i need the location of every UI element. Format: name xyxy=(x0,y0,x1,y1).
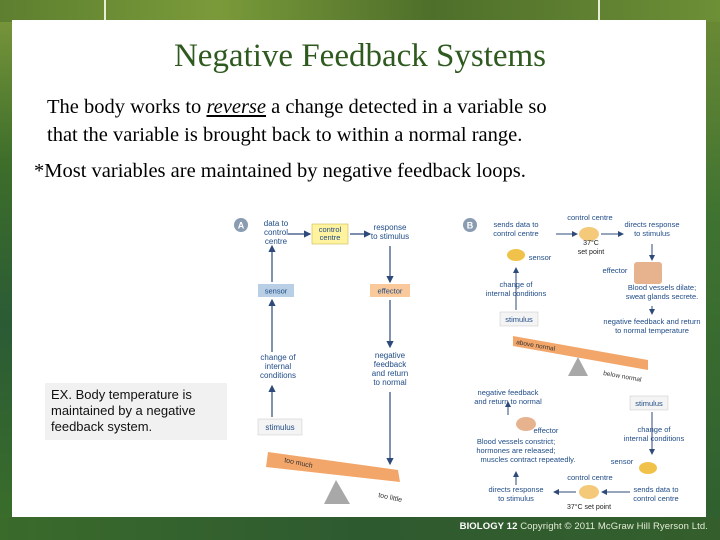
b-stimulus-top: stimulus xyxy=(505,315,533,324)
a-stimulus-box xyxy=(257,418,303,436)
footer-copyright: Copyright © 2011 McGraw Hill Ryerson Ltd… xyxy=(520,521,708,532)
diagram-b-label: B xyxy=(467,221,474,231)
background-left-foliage xyxy=(0,0,12,540)
b-brain-bottom-icon xyxy=(579,485,599,499)
b-stimulus-bottom: stimulus xyxy=(635,399,663,408)
b-stimulus-bottom-box xyxy=(629,395,669,411)
b-set-point-bottom: 37°C set point xyxy=(567,503,611,511)
a-control-centre-box xyxy=(311,223,349,245)
slide-title: Negative Feedback Systems xyxy=(173,38,547,74)
body-line-3: *Most variables are maintained by negati… xyxy=(34,160,526,182)
a-stimulus: stimulus xyxy=(265,423,294,432)
b-stimulus-top-box xyxy=(499,311,539,327)
a-seesaw-board xyxy=(266,452,400,482)
b-fulcrum xyxy=(568,357,588,376)
emphasis-reverse: reverse xyxy=(206,96,267,118)
a-effector: effector xyxy=(378,287,403,296)
a-sensor-box xyxy=(258,284,294,297)
a-too-little: too little xyxy=(378,492,403,504)
diagram-b-label-circle xyxy=(463,218,477,232)
footer-bar xyxy=(0,517,720,540)
example-note: EX. Body temperature is maintained by a … xyxy=(45,383,227,440)
body-line-1: The body works to reverse a change detec… xyxy=(47,96,547,118)
top-foliage-strip xyxy=(0,0,720,22)
background-right-foliage xyxy=(706,0,720,540)
footer-course: BIOLOGY 12 xyxy=(459,521,518,532)
a-effector-box xyxy=(370,284,410,297)
b-skin-bottom-icon xyxy=(516,417,536,431)
a-sensor: sensor xyxy=(265,287,288,296)
footer-text: BIOLOGY 12 Copyright © 2011 McGraw Hill … xyxy=(460,521,708,532)
b-vessels-dilate: Blood vessels dilate;sweat glands secret… xyxy=(626,283,699,301)
b-skin-top-icon xyxy=(634,262,662,284)
b-sensor-top-icon xyxy=(507,249,525,261)
a-fulcrum xyxy=(324,480,350,504)
b-effector-bottom: effector xyxy=(534,426,559,435)
b-sensor-bottom: sensor xyxy=(611,457,634,466)
b-brain-top-icon xyxy=(579,227,599,241)
diagram-a-label: A xyxy=(238,221,245,231)
body-line-2: that the variable is brought back to wit… xyxy=(47,124,523,146)
top-frame-decoration xyxy=(104,0,600,22)
b-seesaw-board xyxy=(513,336,648,370)
b-sensor-bottom-icon xyxy=(639,462,657,474)
b-sensor-top: sensor xyxy=(529,253,552,262)
b-control-centre-top: control centre xyxy=(567,213,612,222)
diagram-a-label-circle xyxy=(234,218,248,232)
b-vessels-constrict: Blood vessels constrict;hormones are rel… xyxy=(476,437,575,464)
b-effector-top: effector xyxy=(603,266,628,275)
b-control-centre-bottom: control centre xyxy=(567,473,612,482)
b-below-normal: below normal xyxy=(603,370,643,384)
